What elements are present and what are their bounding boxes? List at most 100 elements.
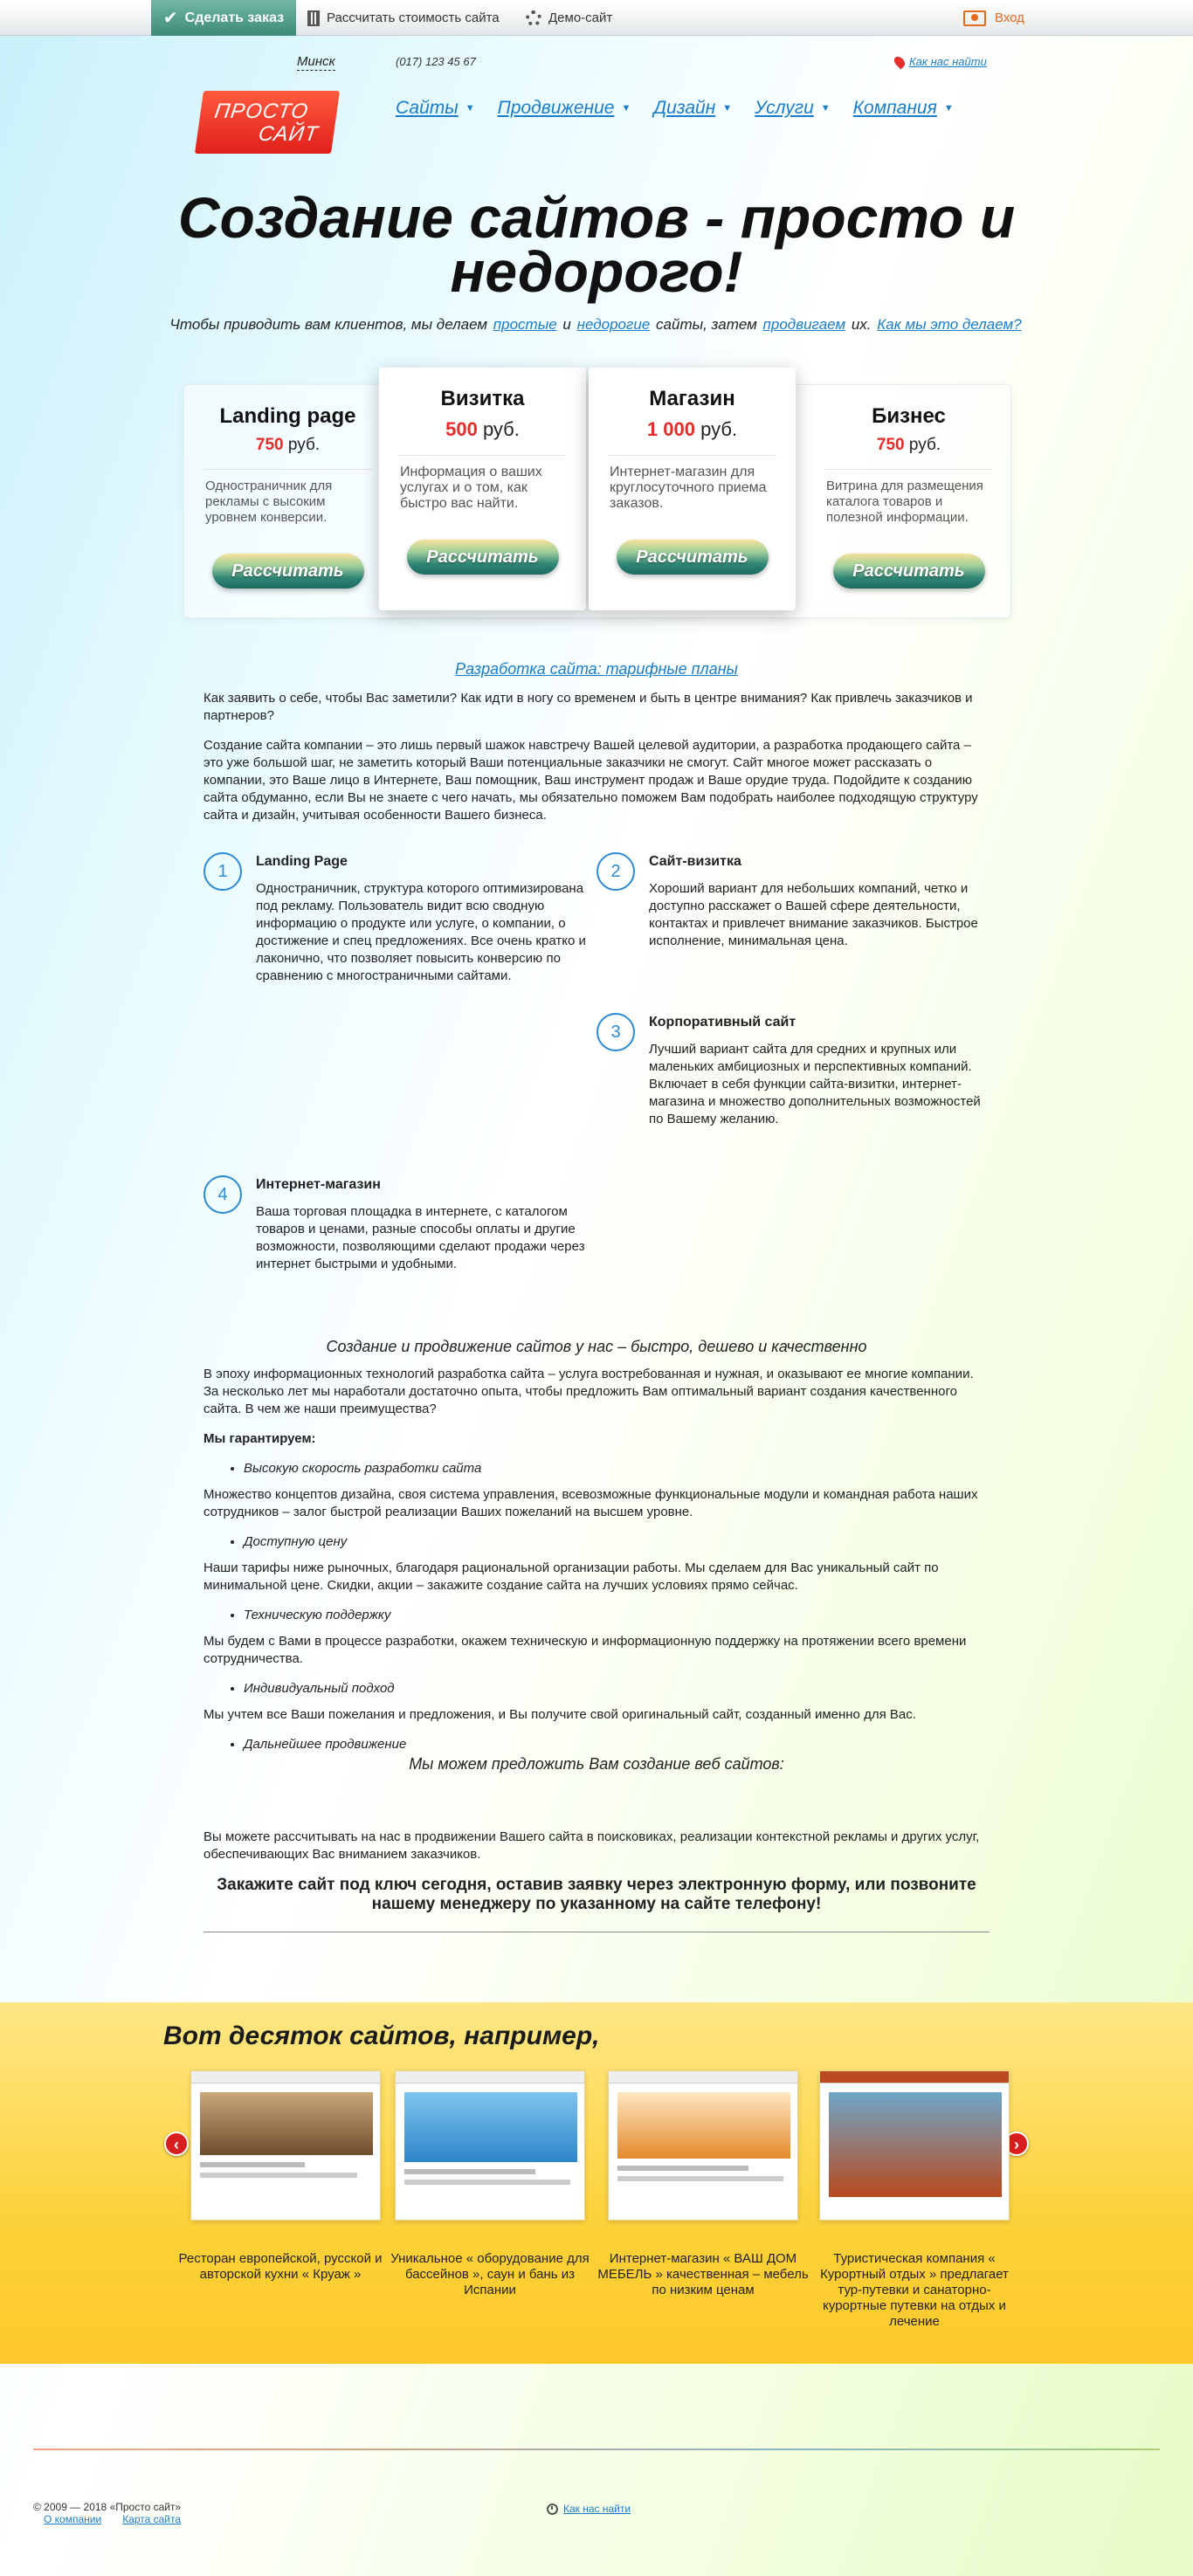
calculate-button[interactable]: Рассчитать xyxy=(211,554,364,589)
feature-title: Интернет-магазин xyxy=(256,1177,381,1192)
bullet-item: Доступную цену xyxy=(244,1533,990,1551)
thumbnail-photo xyxy=(829,2092,1002,2197)
divider xyxy=(824,469,993,470)
city-selector[interactable]: Минск xyxy=(297,54,335,71)
paragraph: Множество концептов дизайна, своя систем… xyxy=(203,1487,978,1519)
portfolio-thumbnail[interactable] xyxy=(819,2070,1010,2221)
feature-corporate: 3 Корпоративный сайт Лучший вариант сайт… xyxy=(596,1013,981,1128)
thumbnail-text xyxy=(404,2180,570,2185)
checkmark-icon: ✔ xyxy=(162,9,178,28)
portfolio-section: Вот десяток сайтов, например, ‹ › Рестор… xyxy=(0,2002,1193,2364)
calculate-button[interactable]: Рассчитать xyxy=(616,540,769,575)
paragraph: Мы будем с Вами в процессе разработки, о… xyxy=(203,1634,967,1666)
paragraph: Вы можете рассчитывать на нас в продвиже… xyxy=(203,1829,980,1862)
calculate-button[interactable]: Рассчитать xyxy=(832,554,985,589)
nav-item-label: Услуги xyxy=(755,98,814,118)
footer-find-us[interactable]: Как нас найти xyxy=(547,2503,631,2515)
portfolio-thumbnail[interactable] xyxy=(608,2070,798,2221)
plan-card-landing: Landing page 750 руб. Одностраничник для… xyxy=(184,404,391,589)
portfolio-thumbnail[interactable] xyxy=(190,2070,381,2221)
hero-sub-text: их. xyxy=(851,316,872,333)
plan-price: 750 руб. xyxy=(805,436,1012,455)
top-bar: ✔ Сделать заказ Рассчитать стоимость сай… xyxy=(0,0,1193,36)
tariff-plans-link[interactable]: Разработка сайта: тарифные планы xyxy=(455,660,738,678)
nav-item-company[interactable]: Компания ▼ xyxy=(853,98,954,119)
section-heading: Создание и продвижение сайтов у нас – бы… xyxy=(326,1338,867,1355)
portfolio-title: Вот десяток сайтов, например, xyxy=(163,2022,600,2050)
divider xyxy=(608,455,776,456)
thumbnail-header xyxy=(820,2071,1009,2084)
feature-title: Корпоративный сайт xyxy=(649,1015,796,1030)
demo-site-link[interactable]: Демо-сайт xyxy=(526,0,612,36)
bullet-list: Индивидуальный подход xyxy=(244,1680,990,1698)
find-us-link[interactable]: Как нас найти xyxy=(892,54,987,69)
about-company-link[interactable]: О компании xyxy=(44,2513,102,2525)
plan-description: Витрина для размещения каталога товаров … xyxy=(826,479,983,525)
calculate-cost-link[interactable]: Рассчитать стоимость сайта xyxy=(307,0,500,36)
hero-title: Создание сайтов - просто и недорого! xyxy=(177,185,1016,304)
cheap-sites-link[interactable]: недорогие xyxy=(576,316,651,333)
make-order-label: Сделать заказ xyxy=(184,10,285,25)
pricing-plans: Landing page 750 руб. Одностраничник для… xyxy=(183,368,1012,618)
intro-paragraph: Как заявить о себе, чтобы Вас заметили? … xyxy=(203,691,973,723)
portfolio-caption: Туристическая компания « Курортный отдых… xyxy=(820,2251,1009,2329)
nav-item-label: Продвижение xyxy=(497,98,615,118)
bullet-list: Техническую поддержку xyxy=(244,1607,990,1624)
nav-item-promotion[interactable]: Продвижение ▼ xyxy=(498,98,631,119)
feature-shop: 4 Интернет-магазин Ваша торговая площадк… xyxy=(203,1175,588,1273)
bullet-item: Индивидуальный подход xyxy=(244,1680,990,1698)
portfolio-thumbnail[interactable] xyxy=(395,2070,585,2221)
plan-card-business: Бизнес 750 руб. Витрина для размещения к… xyxy=(805,404,1012,589)
nav-item-services[interactable]: Услуги ▼ xyxy=(755,98,831,119)
feature-number: 3 xyxy=(596,1013,635,1051)
plan-card-vizitka: Визитка 500 руб. Информация о ваших услу… xyxy=(379,368,586,610)
plan-name: Landing page xyxy=(219,404,356,428)
bullet-list: Доступную цену xyxy=(244,1533,990,1551)
bullet-item: Дальнейшее продвижение xyxy=(244,1736,990,1753)
make-order-button[interactable]: ✔ Сделать заказ xyxy=(151,0,296,36)
plan-price: 1 000 руб. xyxy=(589,418,796,441)
thumbnail-text xyxy=(200,2173,357,2178)
footer-links: О компании Карта сайта xyxy=(44,2513,181,2525)
feature-title: Landing Page xyxy=(256,854,348,869)
login-label: Вход xyxy=(995,10,1024,25)
plan-currency: руб. xyxy=(908,436,941,454)
login-link[interactable]: Вход xyxy=(963,0,1024,36)
feature-number: 2 xyxy=(596,852,635,891)
simple-sites-link[interactable]: простые xyxy=(493,316,557,333)
portfolio-caption: Интернет-магазин « ВАШ ДОМ МЕБЕЛЬ » каче… xyxy=(597,2251,809,2297)
plan-name: Бизнес xyxy=(872,404,946,428)
call-to-action: Закажите сайт под ключ сегодня, оставив … xyxy=(217,1876,976,1913)
sitemap-link[interactable]: Карта сайта xyxy=(122,2513,182,2525)
calculate-button[interactable]: Рассчитать xyxy=(406,540,559,575)
dropdown-arrow-icon: ▼ xyxy=(621,103,631,114)
plan-price-value: 750 xyxy=(876,436,905,454)
plan-description: Информация о ваших услугах и о том, как … xyxy=(400,465,542,511)
paragraph: Мы учтем все Ваши пожелания и предложени… xyxy=(203,1707,916,1722)
slider-prev-button[interactable]: ‹ xyxy=(164,2132,189,2156)
feature-number: 1 xyxy=(203,852,242,891)
nav-item-sites[interactable]: Сайты ▼ xyxy=(396,98,475,119)
paragraph: Наши тарифы ниже рыночных, благодаря рац… xyxy=(203,1560,939,1593)
plan-price-value: 500 xyxy=(445,418,478,440)
how-we-do-link[interactable]: Как мы это делаем? xyxy=(877,316,1022,333)
divider xyxy=(203,469,372,470)
gear-icon xyxy=(526,10,541,26)
promote-link[interactable]: продвигаем xyxy=(762,316,846,333)
nav-item-design[interactable]: Дизайн ▼ xyxy=(653,98,732,119)
clock-icon xyxy=(547,2503,558,2515)
dropdown-arrow-icon: ▼ xyxy=(820,103,831,114)
thumbnail-photo xyxy=(404,2092,577,2162)
bullet-item: Техническую поддержку xyxy=(244,1607,990,1624)
nav-item-label: Компания xyxy=(852,98,937,118)
thumbnail-text xyxy=(404,2169,535,2174)
thumbnail-header xyxy=(609,2071,797,2084)
logo[interactable]: ПРОСТО САЙТ xyxy=(194,91,341,154)
plan-description: Интернет-магазин для круглосуточного при… xyxy=(610,465,767,511)
demo-site-label: Демо-сайт xyxy=(548,10,613,25)
feature-landing: 1 Landing Page Одностраничник, структура… xyxy=(203,852,588,985)
user-card-icon xyxy=(963,10,986,26)
plan-description: Одностраничник для рекламы с высоким уро… xyxy=(205,479,333,525)
plan-price: 500 руб. xyxy=(379,418,586,441)
dropdown-arrow-icon: ▼ xyxy=(943,103,954,114)
